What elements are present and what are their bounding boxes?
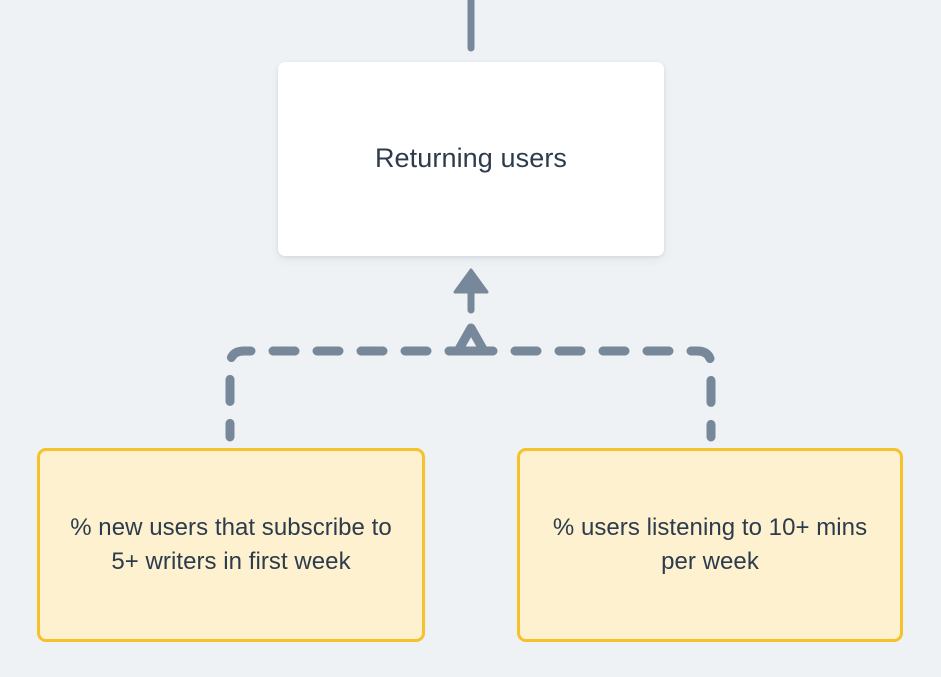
node-returning-users-label: Returning users bbox=[374, 143, 568, 174]
connector-arrow-head-icon bbox=[453, 268, 489, 294]
node-metric-subscribe-label: % new users that subscribe to 5+ writers… bbox=[70, 513, 392, 575]
connector-branch-right bbox=[466, 346, 716, 442]
node-returning-users[interactable]: Returning users bbox=[278, 62, 664, 256]
node-metric-listening[interactable]: % users listening to 10+ mins per week bbox=[517, 448, 903, 642]
node-metric-listening-label: % users listening to 10+ mins per week bbox=[552, 513, 868, 575]
connector-branch-left bbox=[225, 346, 476, 442]
node-metric-subscribe[interactable]: % new users that subscribe to 5+ writers… bbox=[37, 448, 425, 642]
connector-caret-up-icon bbox=[453, 323, 489, 356]
